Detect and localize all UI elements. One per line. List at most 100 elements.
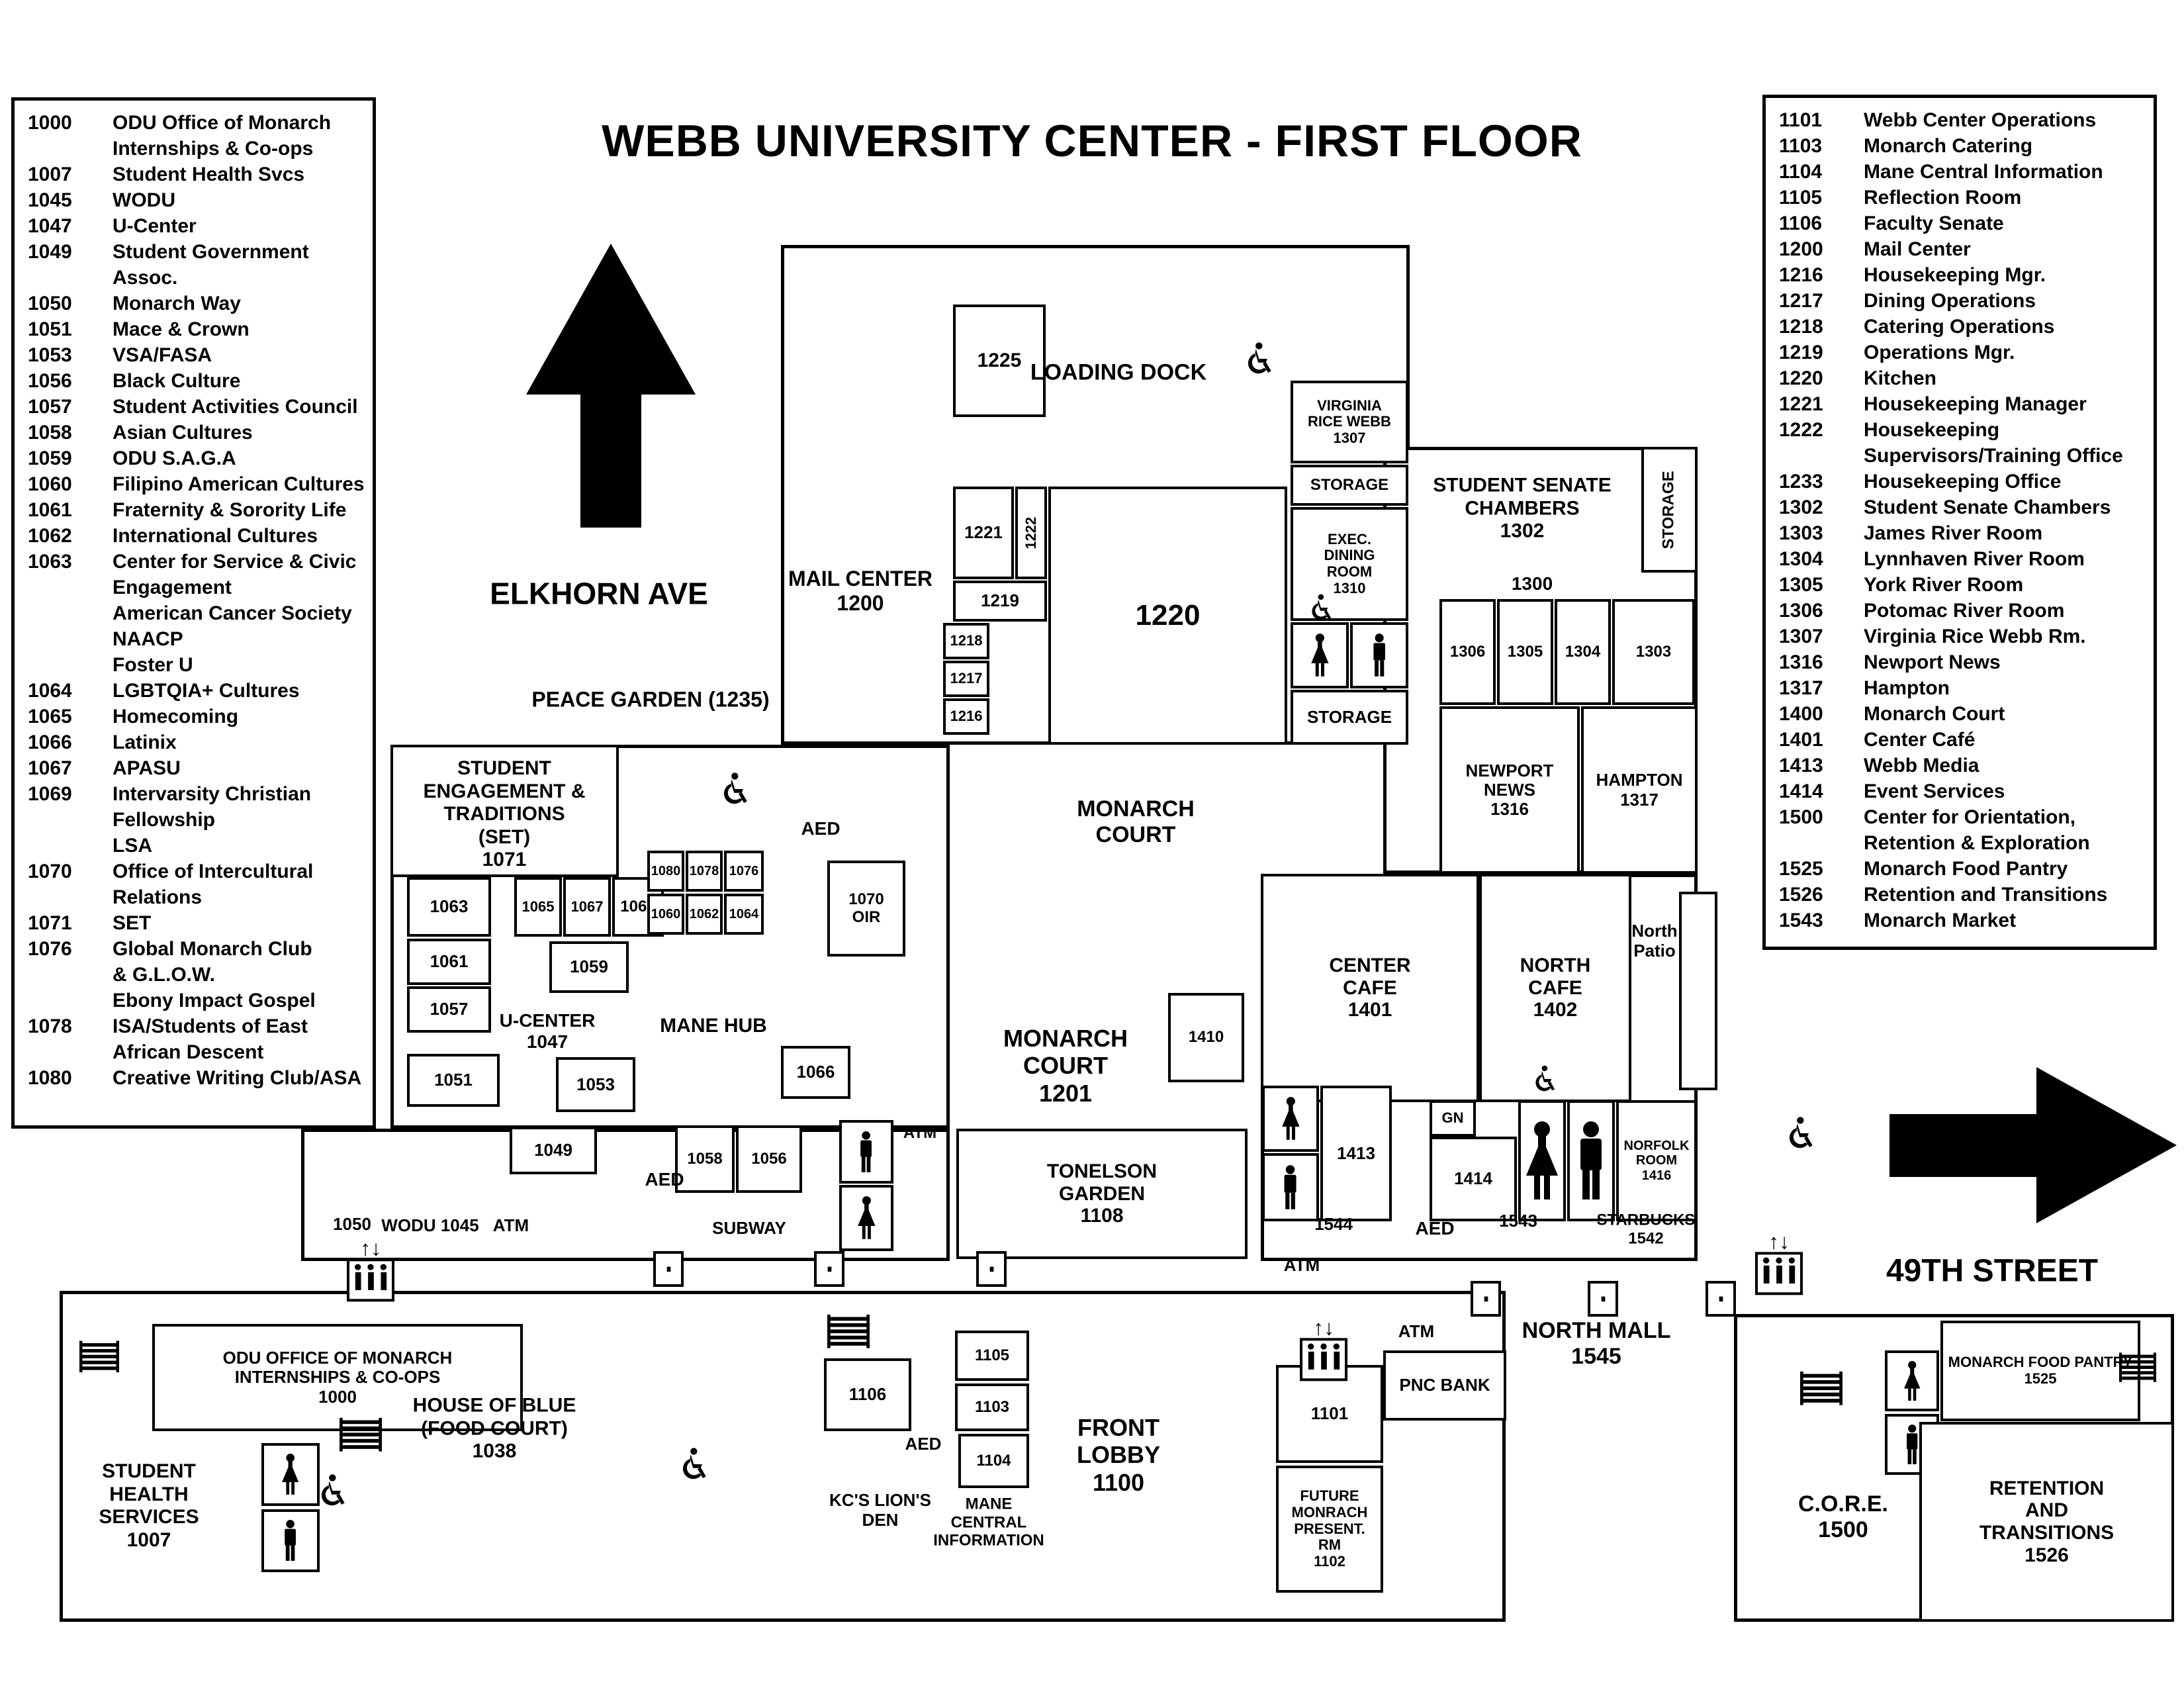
room-gn: GN xyxy=(1430,1100,1476,1137)
room-label: STORAGE xyxy=(1310,476,1388,494)
room-label-line: NORTH xyxy=(1520,955,1591,977)
legend-item-line: Supervisors/Training Office xyxy=(1864,445,2123,467)
kiosk-icon xyxy=(653,1251,684,1287)
legend-item-number: 1064 xyxy=(28,680,72,702)
room-label-line: RM xyxy=(1318,1536,1342,1554)
room-label-line: 1305 xyxy=(1507,642,1543,661)
legend-item-number: 1105 xyxy=(1779,187,1823,209)
room-1063: 1063 xyxy=(407,877,491,937)
room-label-line: 1049 xyxy=(534,1140,572,1160)
room-label: 1216 xyxy=(950,708,983,725)
map-label-line: ATM xyxy=(903,1124,937,1143)
womens-restroom-icon xyxy=(1281,1088,1301,1149)
room-restroom-men-subway xyxy=(839,1120,893,1184)
legend-item-number: 1222 xyxy=(1779,419,1823,441)
label-wodu-1045: WODU 1045 xyxy=(381,1215,478,1236)
map-label-line: KC'S LION'S xyxy=(829,1490,931,1511)
room-1056: 1056 xyxy=(736,1125,802,1193)
legend-item: 1080 Creative Writing Club/ASA xyxy=(19,1065,369,1091)
label-corridor-1300: 1300 xyxy=(1512,573,1553,594)
room-label-line: MONARCH FOOD PANTRY xyxy=(1948,1354,2133,1371)
legend-item-line: LSA xyxy=(113,835,152,857)
room-north-patio xyxy=(1679,892,1717,1090)
legend-item-label: SET xyxy=(113,910,369,936)
room-label-line: NEWPORT xyxy=(1465,760,1554,780)
legend-item-number: 1305 xyxy=(1779,574,1823,596)
room-1058: 1058 xyxy=(675,1125,735,1193)
room-label-line: CAFE xyxy=(1343,976,1397,999)
legend-item-line: Operations Mgr. xyxy=(1864,342,2015,363)
room-1306: 1306 xyxy=(1439,599,1496,705)
legend-item-label: Fraternity & Sorority Life xyxy=(113,497,369,523)
room-label-line: GARDEN xyxy=(1058,1182,1145,1205)
map-label-line: AED xyxy=(801,818,841,839)
label-mane-hub: MANE HUB xyxy=(660,1015,767,1038)
legend-item-number: 1051 xyxy=(28,318,72,340)
room-label: 1305 xyxy=(1508,643,1543,661)
room-label-line: PNC BANK xyxy=(1399,1375,1490,1395)
legend-item-number: 1080 xyxy=(28,1067,72,1089)
room-label-line: 1317 xyxy=(1620,789,1659,810)
stairs-icon xyxy=(2119,1352,2156,1385)
legend-item-line: Black Culture xyxy=(113,370,241,392)
room-label-line: EXEC. xyxy=(1327,530,1372,547)
legend-item-line: James River Room xyxy=(1864,522,2043,544)
room-restroom-women-subway xyxy=(839,1185,893,1251)
room-label-line: TONELSON xyxy=(1046,1160,1158,1183)
room-label-line: VIRGINIA xyxy=(1317,397,1382,414)
legend-item-label: Mail Center xyxy=(1864,236,2150,262)
room-label-line: 1056 xyxy=(751,1149,787,1168)
legend-item-line: Housekeeping Manager xyxy=(1864,393,2087,415)
room-1062: 1062 xyxy=(686,894,723,935)
legend-item-label: Homecoming xyxy=(113,704,369,729)
legend-item: 1064 LGBTQIA+ Cultures xyxy=(19,678,369,704)
room-label: 1049 xyxy=(534,1141,572,1160)
legend-item-line: LGBTQIA+ Cultures xyxy=(113,680,300,702)
label-1544: 1544 xyxy=(1314,1214,1353,1235)
room-label-line: 1402 xyxy=(1533,999,1578,1021)
room-set-1071 xyxy=(390,745,619,877)
room-label-line: 1062 xyxy=(689,906,719,921)
map-label-line: ELKHORN AVE xyxy=(490,576,708,611)
kiosk-icon xyxy=(1588,1281,1618,1317)
legend-item-line: Fraternity & Sorority Life xyxy=(113,499,347,521)
map-label-line: MANE xyxy=(965,1495,1013,1513)
legend-item-number: 1057 xyxy=(28,396,72,418)
legend-item-line: Event Services xyxy=(1864,780,2005,802)
room-label-line: AND xyxy=(2025,1499,2068,1522)
legend-item-line: Dining Operations xyxy=(1864,290,2036,312)
legend-item-number: 1070 xyxy=(28,861,72,882)
legend-item-number: 1047 xyxy=(28,215,72,237)
room-label-line: 1105 xyxy=(974,1346,1010,1364)
legend-item-label: Creative Writing Club/ASA xyxy=(113,1065,369,1091)
legend-item-number: 1066 xyxy=(28,731,72,753)
map-label-line: 1543 xyxy=(1499,1211,1537,1231)
room-label: 1220 xyxy=(1136,599,1201,632)
map-label-line: DEN xyxy=(862,1510,899,1530)
legend-item-label: Webb Center Operations xyxy=(1864,107,2150,133)
room-label-line: 1414 xyxy=(1454,1168,1492,1189)
legend-item-label: Global Monarch Club& G.L.O.W.Ebony Impac… xyxy=(113,936,369,1013)
legend-item-label: Monarch Market xyxy=(1864,908,2150,933)
legend-item-line: Retention and Transitions xyxy=(1864,884,2108,906)
legend-item-line: Center for Orientation, xyxy=(1864,806,2076,828)
room-label-line: 1219 xyxy=(981,590,1019,611)
kiosk-box xyxy=(1588,1281,1618,1317)
room-label-line: CAFE xyxy=(1528,976,1582,999)
legend-item-line: Ebony Impact Gospel xyxy=(113,990,316,1011)
room-label-line: 1066 xyxy=(796,1062,835,1082)
